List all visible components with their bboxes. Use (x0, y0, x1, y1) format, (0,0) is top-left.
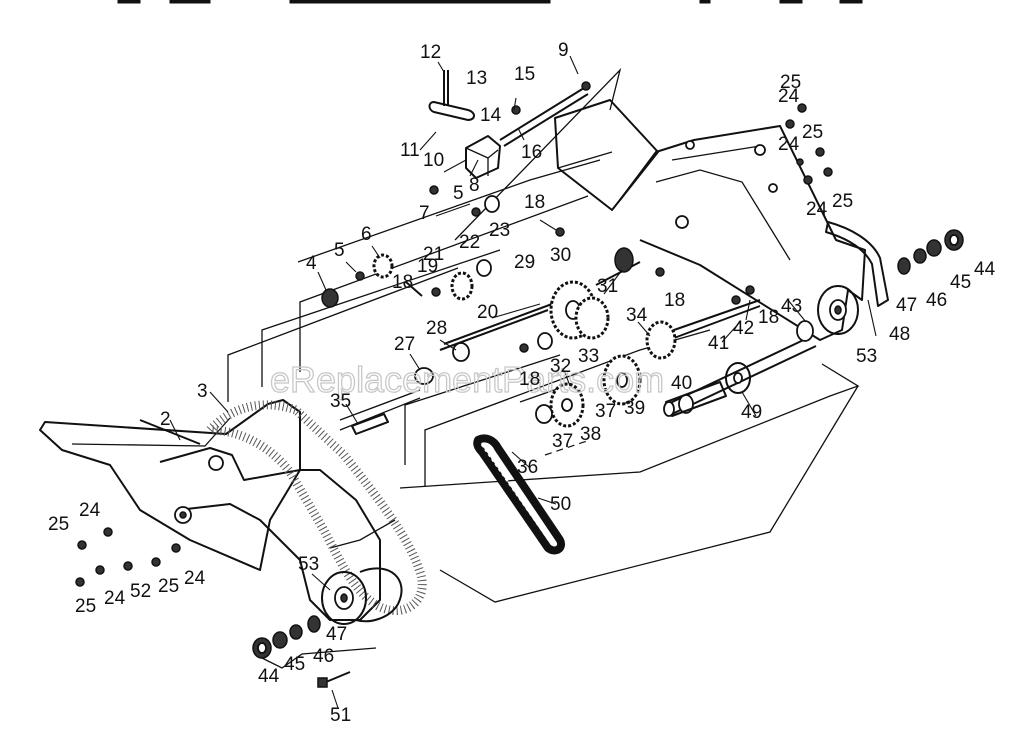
washer-stacks (252, 229, 964, 669)
callout-42: 42 (733, 318, 754, 339)
callout-27: 27 (394, 334, 415, 355)
callout-25: 25 (158, 576, 179, 597)
callout-24: 24 (806, 199, 828, 220)
callout-45: 45 (950, 272, 971, 293)
callout-38: 38 (580, 424, 601, 445)
callout-19: 19 (417, 256, 438, 277)
bearings (321, 195, 814, 424)
callout-53: 53 (298, 554, 319, 575)
callout-51: 51 (330, 705, 351, 726)
callout-7: 7 (419, 203, 430, 224)
callout-37: 37 (595, 401, 616, 422)
drive-band-3 (199, 400, 427, 616)
callout-3: 3 (197, 381, 208, 402)
callout-23: 23 (489, 220, 510, 241)
callout-30: 30 (550, 245, 571, 266)
callout-24: 24 (778, 134, 800, 155)
callout-45: 45 (284, 654, 305, 675)
callout-47: 47 (326, 624, 347, 645)
callout-14: 14 (480, 105, 502, 126)
callout-33: 33 (578, 346, 599, 367)
callout-12: 12 (420, 42, 441, 63)
drive-belt-50 (473, 434, 565, 555)
callout-35: 35 (330, 391, 351, 412)
left-pulley-53 (321, 567, 403, 625)
callout-24: 24 (778, 86, 800, 107)
header-fragment (117, 0, 863, 4)
callout-2: 2 (160, 409, 171, 430)
callout-25: 25 (75, 596, 96, 617)
callout-5: 5 (453, 183, 464, 204)
callout-15: 15 (514, 64, 535, 85)
assembly-boundary-lines (227, 67, 860, 603)
rollers (351, 381, 727, 435)
callout-25: 25 (802, 122, 823, 143)
callout-16: 16 (521, 142, 542, 163)
gears (372, 253, 751, 428)
callout-18: 18 (758, 307, 779, 328)
callout-46: 46 (313, 646, 334, 667)
callout-41: 41 (708, 333, 729, 354)
callout-48: 48 (889, 324, 910, 345)
callout-52: 52 (130, 581, 151, 602)
shift-assembly (428, 70, 591, 217)
callout-18: 18 (392, 272, 413, 293)
callout-43: 43 (781, 296, 802, 317)
right-shield (825, 221, 889, 307)
callout-47: 47 (896, 295, 917, 316)
callout-32: 32 (550, 356, 571, 377)
callout-29: 29 (514, 252, 535, 273)
callout-25: 25 (48, 514, 69, 535)
callout-8: 8 (469, 175, 480, 196)
callout-18: 18 (524, 192, 545, 213)
callout-50: 50 (550, 494, 571, 515)
callout-13: 13 (466, 68, 487, 89)
callout-44: 44 (974, 259, 996, 280)
callout-10: 10 (423, 150, 444, 171)
shafts (339, 261, 817, 431)
callout-24: 24 (104, 588, 126, 609)
callout-18: 18 (519, 369, 540, 390)
callout-9: 9 (558, 40, 569, 61)
watermark-text: eReplacementParts.com (270, 359, 664, 400)
callout-40: 40 (671, 373, 692, 394)
callout-53: 53 (856, 346, 877, 367)
callout-31: 31 (597, 276, 618, 297)
callout-25: 25 (780, 72, 801, 93)
callout-49: 49 (741, 402, 762, 423)
callout-18: 18 (664, 290, 685, 311)
callout-34: 34 (626, 305, 648, 326)
callout-37: 37 (552, 431, 573, 452)
callout-46: 46 (926, 290, 947, 311)
callout-11: 11 (400, 140, 420, 161)
callout-5: 5 (334, 240, 345, 261)
callout-6: 6 (361, 224, 372, 245)
right-pulley-53 (817, 285, 859, 335)
callout-4: 4 (306, 253, 317, 274)
leader-lines (169, 55, 877, 709)
left-chaincase (39, 399, 381, 621)
callout-28: 28 (426, 318, 447, 339)
callout-39: 39 (624, 398, 645, 419)
callout-25: 25 (832, 191, 853, 212)
callout-20: 20 (477, 302, 498, 323)
callout-36: 36 (517, 457, 538, 478)
callout-24: 24 (184, 568, 206, 589)
callout-24: 24 (79, 500, 101, 521)
callout-22: 22 (459, 232, 480, 253)
callout-44: 44 (258, 666, 280, 687)
callout-21: 21 (423, 244, 444, 265)
hardware (75, 103, 833, 688)
